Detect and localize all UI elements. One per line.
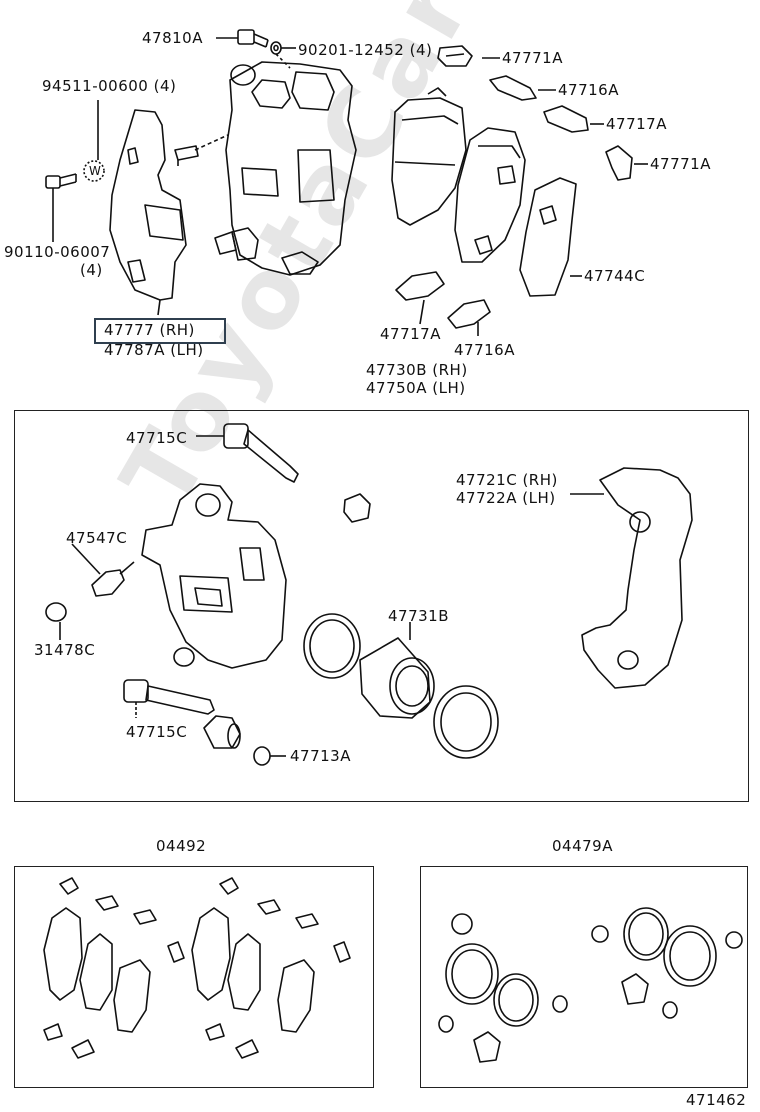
label-47715C-bot[interactable]: 47715C	[126, 723, 188, 741]
label-47721C-rh[interactable]: 47721C (RH)	[456, 471, 558, 489]
clip-47716A-top-drawing	[489, 75, 537, 101]
label-04479A[interactable]: 04479A	[552, 837, 613, 855]
label-90110-qty: (4)	[80, 261, 103, 279]
label-47750A-lh[interactable]: 47750A (LH)	[366, 379, 466, 397]
label-90201-12452[interactable]: 90201-12452 (4)	[298, 41, 433, 59]
label-47716A-top[interactable]: 47716A	[558, 81, 619, 99]
label-47787A-lh[interactable]: 47787A (LH)	[104, 341, 204, 359]
bolt-47810A-drawing	[216, 29, 269, 48]
label-47716A-bot[interactable]: 47716A	[454, 341, 515, 359]
caliper-mounting-bracket-drawing	[570, 467, 693, 689]
label-47731B[interactable]: 47731B	[388, 607, 450, 625]
boot-bottom-drawing	[203, 715, 241, 749]
bleeder-screw-drawing	[71, 543, 135, 597]
label-47771A-top[interactable]: 47771A	[502, 49, 563, 67]
brake-pad-outer-drawing	[391, 87, 467, 226]
label-31478C[interactable]: 31478C	[34, 641, 96, 659]
kit-04479A-drawing	[438, 907, 743, 1063]
label-47777-rh[interactable]: 47777 (RH)	[104, 321, 195, 339]
label-47717A-top[interactable]: 47717A	[606, 115, 667, 133]
brake-pad-inner-drawing	[454, 127, 526, 263]
washer-90201-drawing	[270, 41, 296, 69]
label-47715C-top[interactable]: 47715C	[126, 429, 188, 447]
caliper-assembly-drawing	[174, 61, 357, 276]
bolt-90110-drawing	[45, 160, 105, 242]
leader-47717A-bot	[419, 299, 425, 325]
piston-seal-drawing	[303, 613, 361, 679]
washer-mark: W	[89, 164, 102, 178]
piston-drawing	[359, 622, 435, 719]
diagram-number: 471462	[686, 1091, 747, 1109]
label-47744C[interactable]: 47744C	[584, 267, 646, 285]
label-47717A-bot[interactable]: 47717A	[380, 325, 441, 343]
clip-47717A-bot-drawing	[395, 271, 445, 301]
boot-small-top-drawing	[343, 493, 371, 523]
highlight-47777	[94, 318, 226, 344]
section-box-kit-04479A	[420, 866, 748, 1088]
section-box-caliper-assembly	[14, 410, 749, 802]
label-47547C[interactable]: 47547C	[66, 529, 128, 547]
bushing-47713A-drawing	[253, 746, 286, 766]
dust-boot-piston-drawing	[433, 685, 499, 759]
label-47810A[interactable]: 47810A	[142, 29, 203, 47]
slide-pin-bottom-drawing	[123, 679, 215, 718]
label-94511-00600[interactable]: 94511-00600 (4)	[42, 77, 177, 95]
clip-47771A-top-drawing	[437, 45, 473, 67]
clip-47771A-mid-drawing	[605, 145, 633, 181]
label-47713A[interactable]: 47713A	[290, 747, 351, 765]
clip-47716A-bot-drawing	[447, 299, 491, 336]
dust-shield-drawing	[109, 109, 187, 316]
kit-04492-drawing	[43, 877, 351, 1059]
cap-31478C-drawing	[45, 602, 67, 640]
clip-47717A-top-drawing	[543, 105, 589, 133]
label-47730B-rh[interactable]: 47730B (RH)	[366, 361, 468, 379]
label-04492[interactable]: 04492	[156, 837, 207, 855]
caliper-body-drawing	[141, 483, 287, 669]
shim-47744C-drawing	[519, 177, 577, 297]
label-47771A-mid[interactable]: 47771A	[650, 155, 711, 173]
section-box-kit-04492	[14, 866, 374, 1088]
label-90110-06007[interactable]: 90110-06007	[4, 243, 111, 261]
slide-pin-top-drawing	[196, 423, 299, 483]
label-47722A-lh[interactable]: 47722A (LH)	[456, 489, 556, 507]
